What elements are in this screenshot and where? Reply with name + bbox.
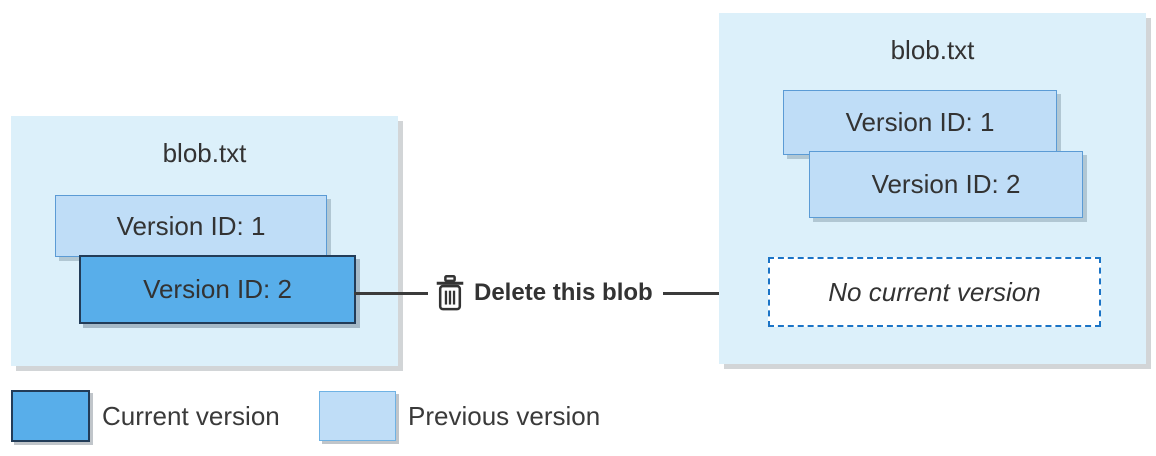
version-box-previous: Version ID: 1 [55,195,327,257]
blob-card-before: blob.txt Version ID: 1 Version ID: 2 [11,116,398,366]
legend-label-previous: Previous version [408,400,601,431]
delete-action-connector: Delete this blob [354,255,769,331]
version-box-previous: Version ID: 1 [783,90,1057,155]
legend-item-current: Current version [11,390,280,442]
no-current-version-box: No current version [768,257,1101,327]
connector-line [354,291,428,295]
legend-item-previous: Previous version [319,391,600,441]
version-box-previous: Version ID: 2 [809,151,1083,218]
legend-swatch-previous [319,391,396,441]
delete-action-label: Delete this blob [474,279,653,306]
trash-icon [435,274,465,312]
legend-swatch-current [11,390,90,442]
version-box-current: Version ID: 2 [79,255,356,324]
blob-card-after: blob.txt Version ID: 1 Version ID: 2 No … [719,13,1146,364]
blob-title: blob.txt [890,35,975,65]
blob-title: blob.txt [162,138,247,168]
legend-label-current: Current version [102,400,280,431]
